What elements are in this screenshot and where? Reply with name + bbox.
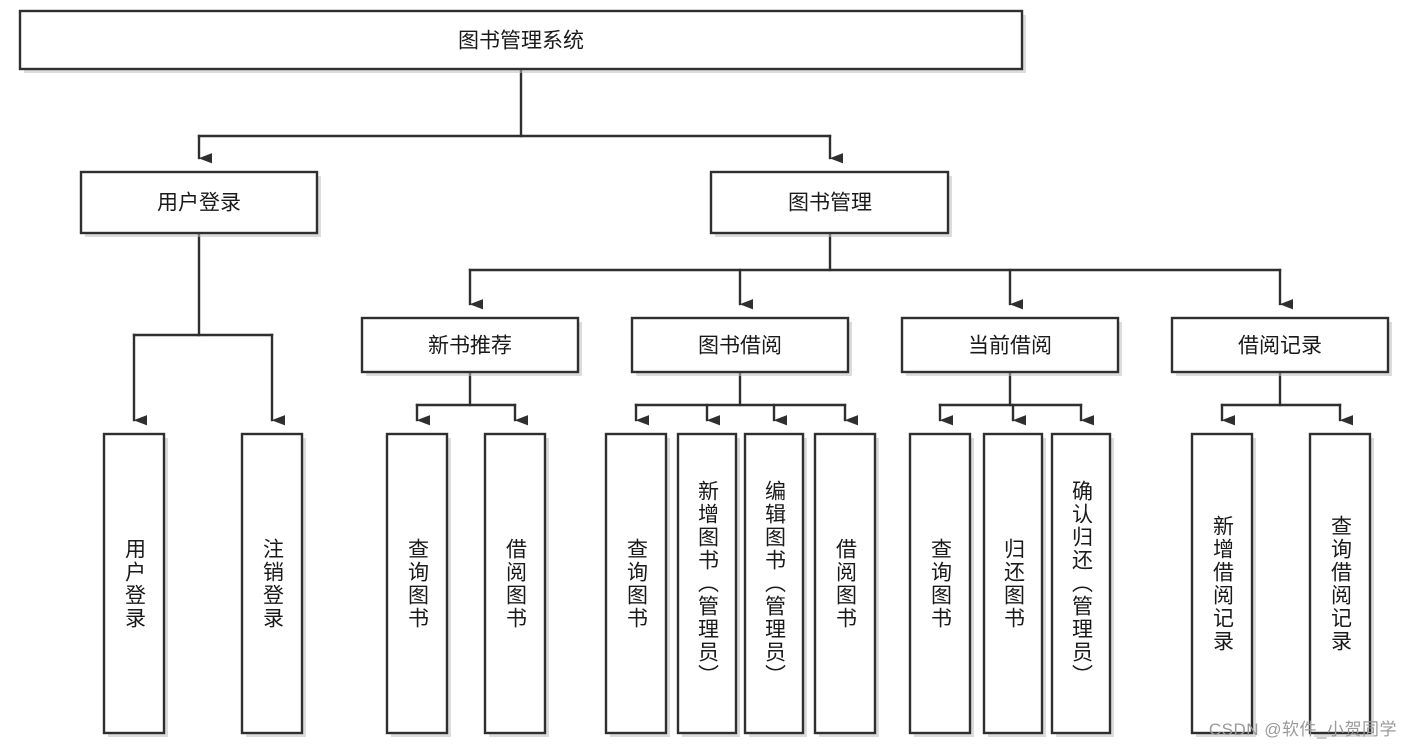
node-leaf-add-borrow-record[interactable] bbox=[1190, 432, 1254, 735]
node-book-manage[interactable] bbox=[709, 170, 950, 235]
connector-lines bbox=[132, 67, 1354, 426]
node-boxes: 图书管理系统 用户登录 图书管理 新书推荐 图书借阅 当前借阅 借阅记录 bbox=[18, 9, 1392, 737]
node-leaf-query-book-borrow[interactable] bbox=[604, 432, 668, 735]
node-new-book-recommend-label: 新书推荐 bbox=[428, 335, 512, 358]
node-borrow-record-label: 借阅记录 bbox=[1238, 335, 1322, 358]
node-user-login-label: 用户登录 bbox=[157, 192, 241, 215]
node-user-login[interactable] bbox=[79, 170, 319, 235]
node-book-borrow-label: 图书借阅 bbox=[698, 335, 782, 358]
node-leaf-borrow-book-rec[interactable] bbox=[483, 432, 547, 735]
node-root[interactable] bbox=[18, 9, 1024, 71]
node-leaf-return-book[interactable] bbox=[982, 432, 1044, 735]
node-leaf-query-book-rec[interactable] bbox=[385, 432, 449, 735]
node-leaf-confirm-return-admin[interactable] bbox=[1050, 432, 1112, 735]
node-leaf-borrow-book[interactable] bbox=[813, 432, 877, 735]
node-current-borrow[interactable] bbox=[900, 316, 1120, 374]
node-leaf-query-book-cur[interactable] bbox=[908, 432, 972, 735]
node-leaf-user-login[interactable] bbox=[102, 432, 166, 735]
node-leaf-add-book-admin[interactable] bbox=[676, 432, 738, 735]
node-book-borrow[interactable] bbox=[630, 316, 850, 374]
node-leaf-edit-book-admin[interactable] bbox=[743, 432, 805, 735]
node-borrow-record[interactable] bbox=[1170, 316, 1390, 374]
node-new-book-recommend[interactable] bbox=[360, 316, 580, 374]
csdn-watermark: CSDN @软件_小贺同学 bbox=[1208, 720, 1397, 739]
node-current-borrow-label: 当前借阅 bbox=[968, 335, 1052, 358]
node-leaf-query-borrow-record[interactable] bbox=[1308, 432, 1372, 735]
node-book-manage-label: 图书管理 bbox=[788, 192, 872, 215]
node-root-label: 图书管理系统 bbox=[458, 30, 584, 53]
node-leaf-logout[interactable] bbox=[240, 432, 304, 735]
